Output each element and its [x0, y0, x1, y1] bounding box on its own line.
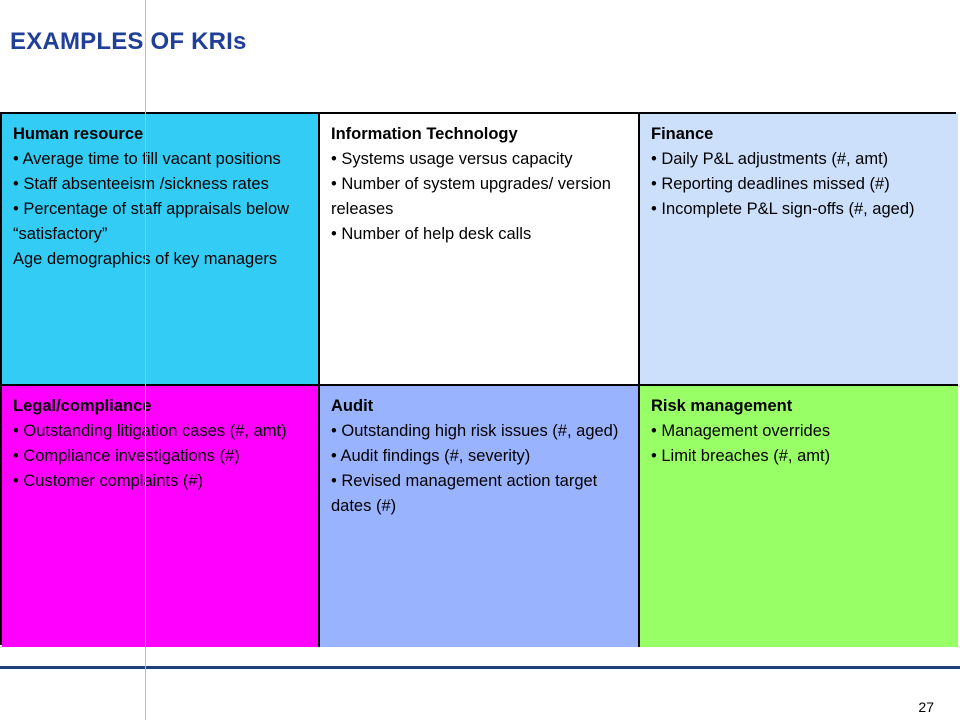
list-item: • Revised management action target dates… — [331, 472, 598, 515]
kri-grid: Human resource • Average time to fill va… — [0, 112, 958, 647]
page-number: 27 — [918, 699, 934, 715]
list-item: • Outstanding high risk issues (#, aged) — [331, 422, 619, 440]
kri-cell-risk-management: Risk management • Management overrides •… — [640, 386, 958, 647]
list-item: • Average time to fill vacant positions — [13, 150, 281, 168]
kri-list: • Daily P&L adjustments (#, amt) • Repor… — [651, 147, 948, 222]
list-item: • Reporting deadlines missed (#) — [651, 175, 890, 193]
kri-cell-legal-compliance: Legal/compliance • Outstanding litigatio… — [2, 386, 320, 647]
slide-title: EXAMPLES OF KRIs — [10, 28, 247, 55]
kri-list: • Outstanding high risk issues (#, aged)… — [331, 419, 628, 519]
vertical-guide-line — [145, 0, 146, 720]
kri-list: • Management overrides • Limit breaches … — [651, 419, 948, 469]
cell-title: Risk management — [651, 397, 793, 415]
cell-title: Finance — [651, 125, 714, 143]
list-item: • Daily P&L adjustments (#, amt) — [651, 150, 889, 168]
list-item: • Incomplete P&L sign-offs (#, aged) — [651, 200, 915, 218]
footer-rule — [0, 666, 960, 669]
list-item: • Audit findings (#, severity) — [331, 447, 531, 465]
list-item: • Number of help desk calls — [331, 225, 532, 243]
list-item: Age demographics of key managers — [13, 250, 278, 268]
kri-cell-information-technology: Information Technology • Systems usage v… — [320, 114, 640, 386]
list-item: • Systems usage versus capacity — [331, 150, 573, 168]
list-item: • Customer complaints (#) — [13, 472, 204, 490]
list-item: • Outstanding litigation cases (#, amt) — [13, 422, 287, 440]
list-item: • Number of system upgrades/ version rel… — [331, 175, 611, 218]
kri-cell-finance: Finance • Daily P&L adjustments (#, amt)… — [640, 114, 958, 386]
cell-title: Audit — [331, 397, 374, 415]
cell-title: Legal/compliance — [13, 397, 152, 415]
list-item: • Limit breaches (#, amt) — [651, 447, 831, 465]
list-item: • Percentage of staff appraisals below “… — [13, 200, 290, 243]
cell-title: Human resource — [13, 125, 144, 143]
list-item: • Staff absenteeism /sickness rates — [13, 175, 269, 193]
kri-list: • Average time to fill vacant positions … — [13, 147, 308, 272]
list-item: • Management overrides — [651, 422, 831, 440]
kri-list: • Systems usage versus capacity • Number… — [331, 147, 628, 247]
cell-title: Information Technology — [331, 125, 518, 143]
kri-list: • Outstanding litigation cases (#, amt) … — [13, 419, 308, 494]
list-item: • Compliance investigations (#) — [13, 447, 240, 465]
kri-cell-human-resource: Human resource • Average time to fill va… — [2, 114, 320, 386]
kri-cell-audit: Audit • Outstanding high risk issues (#,… — [320, 386, 640, 647]
